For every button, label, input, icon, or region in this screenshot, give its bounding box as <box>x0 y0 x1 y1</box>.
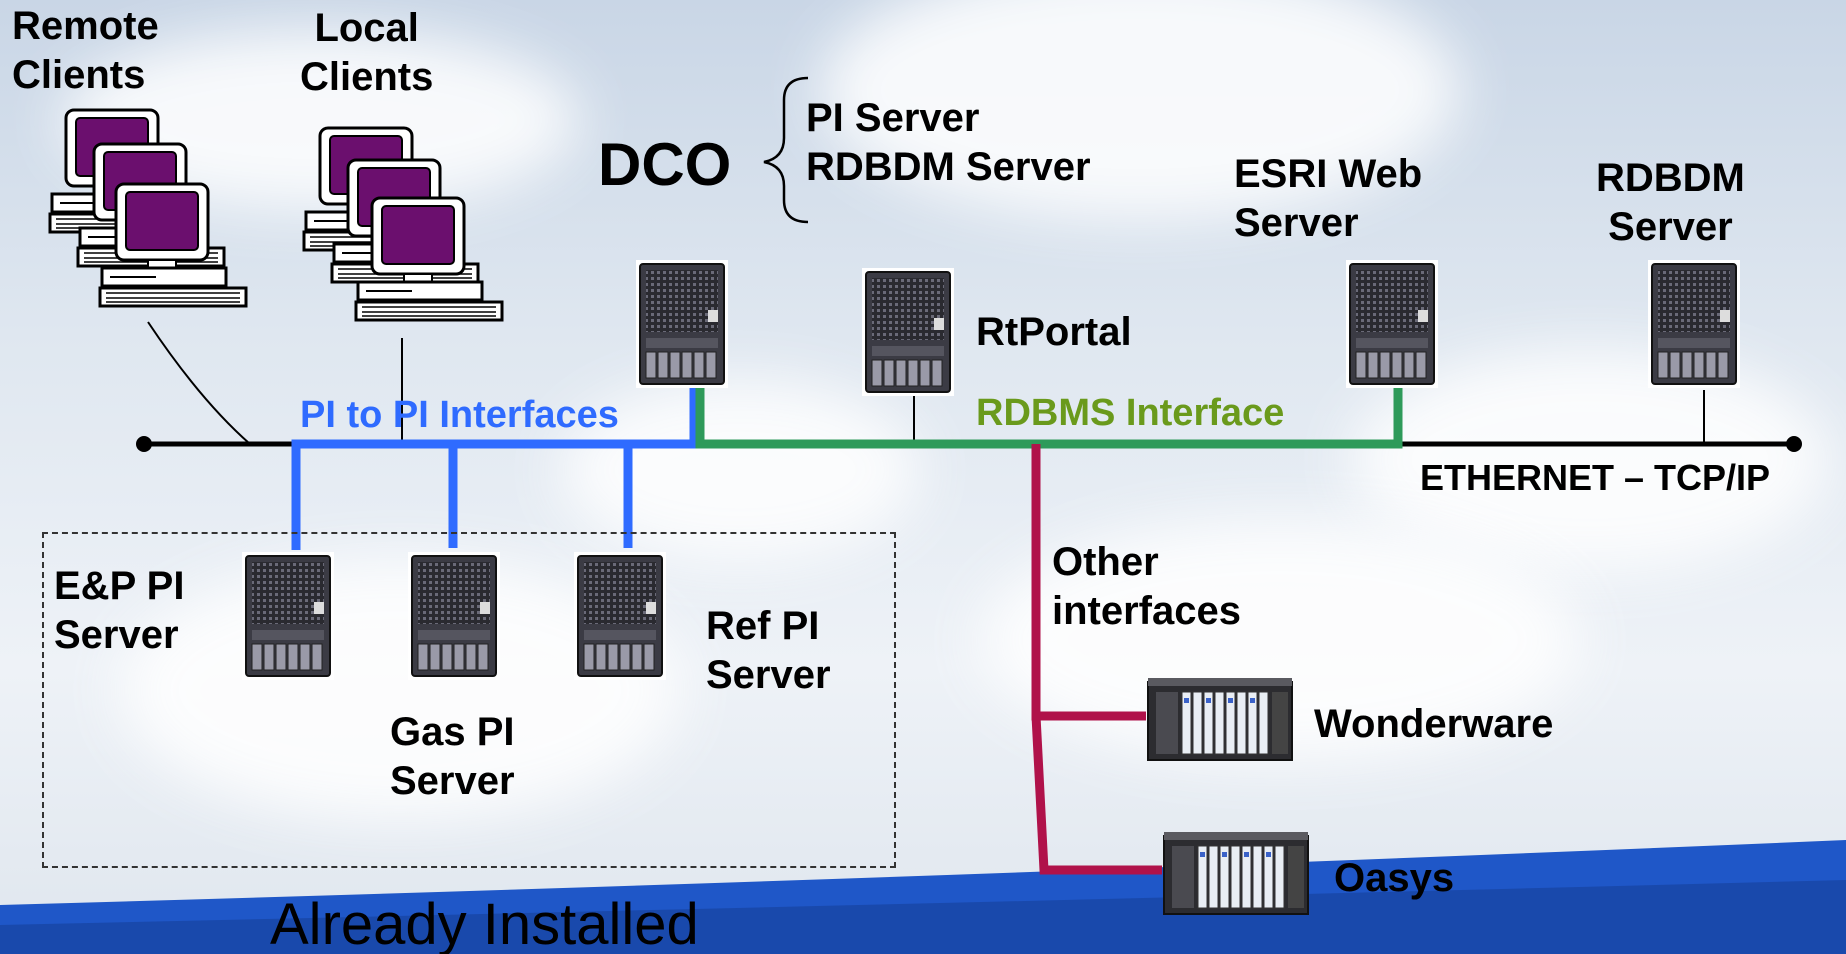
label-line: Gas PI <box>390 710 515 754</box>
ref-pi-server-label: Ref PI Server <box>706 602 831 700</box>
label-line: Remote <box>12 4 159 48</box>
label-line: Clients <box>300 54 434 99</box>
already-installed-label: Already Installed <box>270 892 699 954</box>
local-clients-label: Local Clients <box>300 4 433 102</box>
dco-label: DCO <box>598 131 732 198</box>
label-line: Server <box>706 652 831 697</box>
label-line: Server <box>390 758 515 803</box>
ethernet-label: ETHERNET – TCP/IP <box>1420 457 1771 498</box>
label-line: interfaces <box>1052 588 1241 633</box>
label-line: Ref PI <box>706 604 820 648</box>
other-interfaces-label: Other interfaces <box>1052 538 1241 636</box>
rdbdm-server-label: RDBDM Server <box>1596 154 1745 252</box>
remote-clients-link <box>147 321 251 445</box>
label-line: RDBDM <box>1596 156 1745 200</box>
label-line: E&P PI <box>54 564 185 608</box>
already-installed-box <box>42 532 896 868</box>
other-interfaces-lines <box>1031 444 1162 875</box>
wonderware-label: Wonderware <box>1314 702 1554 746</box>
pi-to-pi-lines <box>291 378 699 550</box>
rtportal-label: RtPortal <box>976 310 1132 354</box>
remote-clients-label: Remote Clients <box>12 2 159 100</box>
rdbms-lines <box>695 378 1403 449</box>
esri-web-server-label: ESRI Web Server <box>1234 150 1422 248</box>
label-line: Local <box>314 6 419 50</box>
label-line: Server <box>54 612 179 657</box>
rdbms-interface-label: RDBMS Interface <box>976 392 1285 434</box>
pi-to-pi-label: PI to PI Interfaces <box>300 394 619 436</box>
label-line: Other <box>1052 540 1159 584</box>
label-line: PI Server <box>806 96 980 140</box>
label-line: RDBDM Server <box>806 144 1091 189</box>
ethernet-end-right <box>1786 436 1802 452</box>
label-line: Clients <box>12 52 146 97</box>
dco-items-label: PI Server RDBDM Server <box>806 94 1091 192</box>
ethernet-end-left <box>136 436 152 452</box>
label-line: ESRI Web <box>1234 152 1423 196</box>
gas-pi-server-label: Gas PI Server <box>390 708 515 806</box>
cloud-shape <box>820 0 1460 220</box>
label-line: Server <box>1234 200 1359 245</box>
oasys-label: Oasys <box>1334 856 1455 900</box>
cloud-shape <box>560 380 920 560</box>
ep-pi-server-label: E&P PI Server <box>54 562 184 660</box>
label-line: Server <box>1608 204 1733 249</box>
